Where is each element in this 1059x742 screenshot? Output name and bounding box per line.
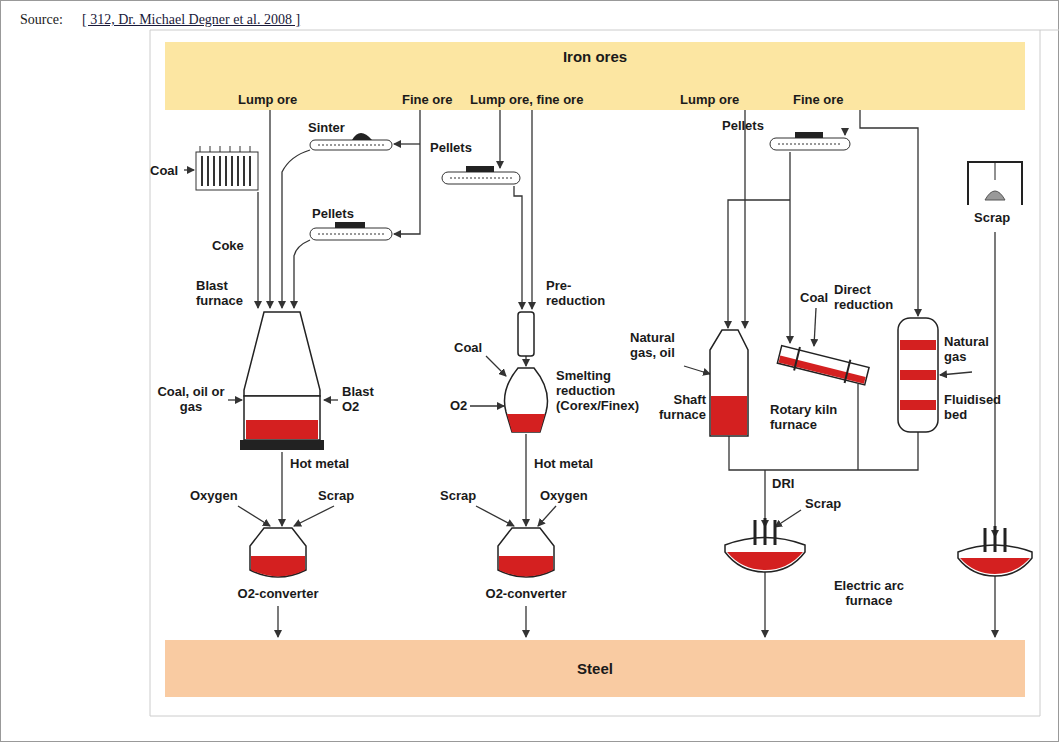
process-label: Scrap (805, 496, 841, 511)
coke-oven (196, 146, 258, 190)
process-label: Fine ore (402, 92, 453, 107)
process-label: Natural gas, oil (630, 330, 692, 360)
process-label: Scrap (974, 210, 1010, 225)
process-label: O2-converter (228, 586, 328, 601)
process-label: DRI (772, 476, 794, 491)
process-label: Coke (212, 238, 244, 253)
fluidised-bed-reactor (898, 318, 938, 432)
process-label: Coal (150, 163, 178, 178)
process-label: Scrap (440, 488, 476, 503)
electric-arc-furnace (725, 518, 805, 572)
process-label: Sinter (308, 120, 345, 135)
process-label: Pellets (430, 140, 472, 155)
source-label: Source: (20, 12, 63, 27)
process-label: Smelting reduction (Corex/Finex) (556, 368, 656, 413)
panel-border (150, 30, 1059, 716)
process-label: Hot metal (534, 456, 593, 471)
rotary-kiln (777, 343, 870, 388)
pelletizing-plant (442, 166, 520, 184)
process-label: Coal, oil or gas (155, 384, 227, 414)
flow-arrows (184, 110, 995, 637)
process-label: Pellets (312, 206, 354, 221)
pre-reduction-shaft (518, 312, 534, 356)
process-label: Shaft furnace (648, 392, 706, 422)
process-label: Lump ore (680, 92, 739, 107)
process-label: Pellets (722, 118, 764, 133)
process-label: Coal (454, 340, 482, 355)
process-label: Lump ore, fine ore (470, 92, 583, 107)
shaft-furnace (710, 330, 748, 436)
process-label: O2 (450, 398, 467, 413)
process-label: O2-converter (476, 586, 576, 601)
pelletizing-plant (770, 132, 850, 150)
oxygen-converter (250, 528, 306, 577)
process-label: Lump ore (238, 92, 297, 107)
process-label: Pre-reduction (546, 278, 618, 308)
process-label: Oxygen (540, 488, 588, 503)
process-label: Coal (800, 290, 828, 305)
process-label: Scrap (318, 488, 354, 503)
process-label: Blast O2 (342, 384, 384, 414)
process-label: Hot metal (290, 456, 349, 471)
oxygen-converter (498, 528, 554, 577)
scrap-crane (968, 162, 1022, 205)
process-label: Natural gas (944, 334, 1006, 364)
process-label: Oxygen (190, 488, 238, 503)
blast-furnace (240, 312, 324, 450)
sinter-strand (310, 133, 392, 150)
band-title: Steel (165, 660, 1025, 677)
process-label: Rotary kiln furnace (770, 402, 852, 432)
source-citation: [ 312, Dr. Michael Degner et al. 2008 ] (82, 12, 300, 27)
electric-arc-furnace (958, 526, 1032, 576)
process-label: Fine ore (793, 92, 844, 107)
process-label: Direct reduction (834, 282, 910, 312)
process-label: Electric arc furnace (824, 578, 914, 608)
process-label: Blast furnace (196, 278, 256, 308)
band: Steel (165, 640, 1025, 697)
pelletizing-plant (310, 222, 392, 240)
band-title: Iron ores (165, 48, 1025, 65)
process-label: Fluidised bed (944, 392, 1016, 422)
smelting-reduction-vessel (505, 368, 548, 432)
